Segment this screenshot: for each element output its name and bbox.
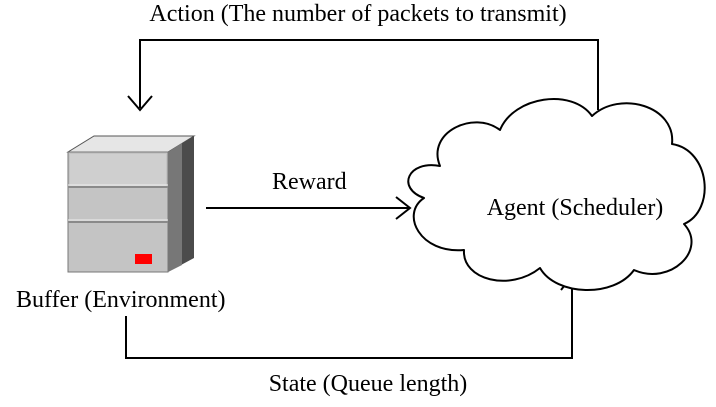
buffer-label: Buffer (Environment): [16, 287, 226, 313]
cloud-icon: [407, 98, 706, 291]
server-indicator-light: [135, 254, 152, 264]
reward-arrow: [206, 196, 412, 220]
action-label: Action (The number of packets to transmi…: [149, 1, 567, 27]
state-label: State (Queue length): [268, 371, 468, 397]
agent-label: Agent (Scheduler): [486, 195, 664, 221]
reward-label: Reward: [272, 169, 347, 195]
server-icon: [66, 135, 196, 273]
action-arrow: [127, 39, 599, 112]
